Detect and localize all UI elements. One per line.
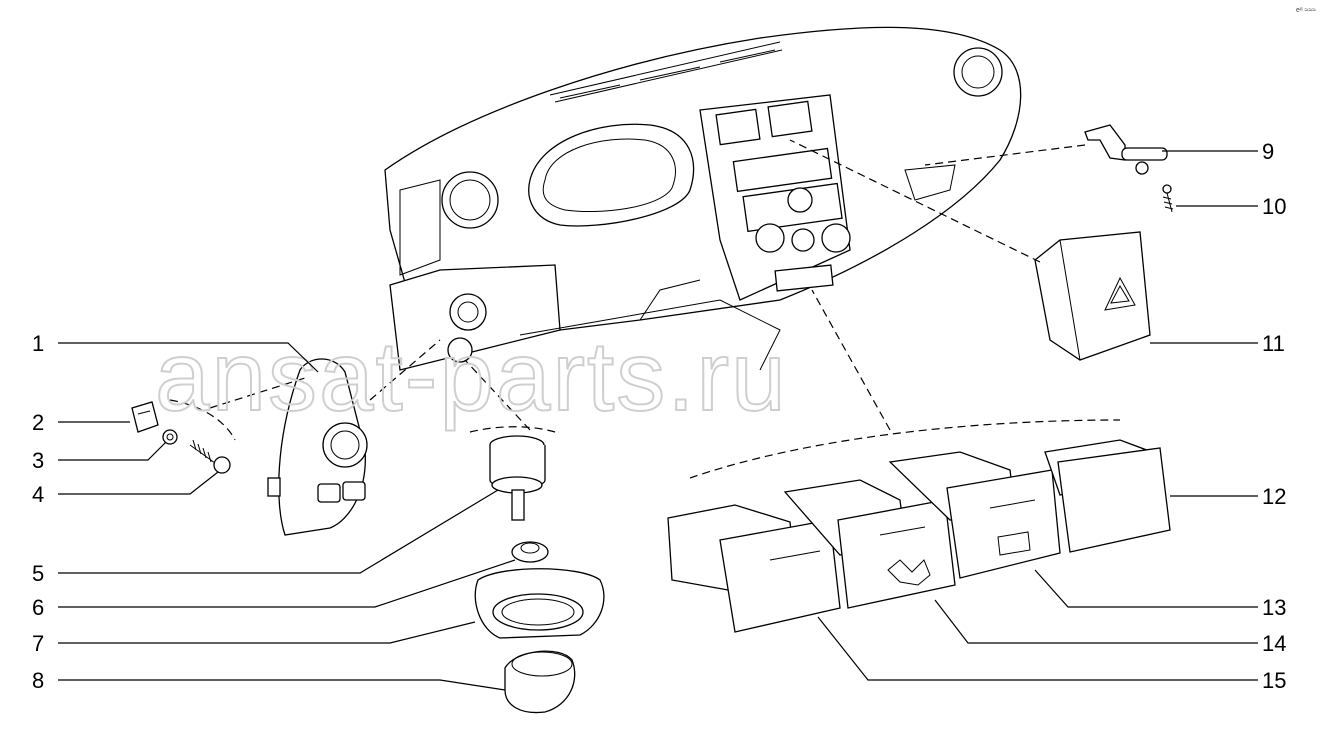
callout-14: 14 — [1262, 631, 1286, 656]
screw-10 — [1162, 184, 1174, 213]
guide-line-1 — [209, 377, 306, 409]
bushing-6 — [511, 541, 549, 563]
callout-2: 2 — [32, 410, 44, 435]
callout-labels: 1 2 3 4 5 6 7 8 9 10 11 12 13 14 15 — [32, 139, 1286, 693]
callout-1: 1 — [32, 331, 44, 356]
leader-lines — [58, 150, 1258, 691]
guide-line-6 — [811, 289, 891, 431]
dashboard-assembly — [384, 26, 1022, 371]
callout-15: 15 — [1262, 668, 1286, 693]
callout-7: 7 — [32, 631, 44, 656]
clip-2 — [131, 401, 159, 433]
washer-3 — [162, 429, 178, 445]
callout-5: 5 — [32, 561, 44, 586]
hazard-switch-11 — [1034, 231, 1151, 361]
callout-4: 4 — [32, 482, 44, 507]
switch-block-12-15 — [667, 439, 1171, 633]
callout-13: 13 — [1262, 595, 1286, 620]
corner-code: eᵅ ≈≈≈ — [1296, 7, 1316, 14]
callout-11: 11 — [1262, 331, 1285, 356]
guide-line-4 — [924, 144, 1086, 166]
screw-4 — [189, 439, 231, 474]
watermark: ansat-parts.ru — [155, 321, 788, 431]
callout-12: 12 — [1262, 484, 1286, 509]
guide-line-5 — [789, 139, 1041, 263]
bracket-9 — [1084, 124, 1168, 175]
knob-8 — [504, 650, 576, 714]
callout-9: 9 — [1262, 139, 1274, 164]
rotary-shaft-5 — [489, 435, 546, 521]
guide-line-3 — [464, 359, 531, 431]
guide-arc-1 — [169, 399, 236, 441]
callout-8: 8 — [32, 668, 44, 693]
callout-6: 6 — [32, 595, 44, 620]
guide-arc-2 — [469, 426, 556, 433]
guide-line-2 — [369, 339, 441, 401]
callout-10: 10 — [1262, 194, 1286, 219]
callout-3: 3 — [32, 448, 44, 473]
guide-arc-3 — [689, 419, 1121, 479]
bezel-7 — [474, 568, 605, 639]
light-switch-module — [267, 358, 368, 536]
